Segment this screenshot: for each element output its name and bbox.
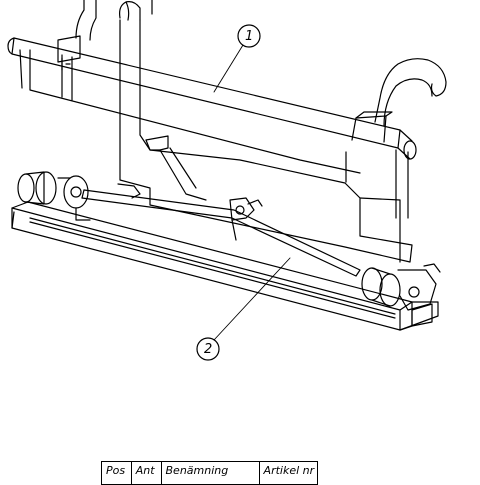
left-clamp xyxy=(57,35,81,71)
balloon-2: 2 xyxy=(196,257,291,361)
back-plate xyxy=(119,19,413,263)
right-hook xyxy=(345,58,447,219)
balloon-2-label: 2 xyxy=(204,342,212,357)
right-bearing xyxy=(361,263,441,311)
parts-header-pos: Pos xyxy=(102,462,132,484)
left-bearing xyxy=(17,171,141,221)
lever-handle xyxy=(145,135,207,201)
top-crossbar xyxy=(7,37,417,174)
link-rod xyxy=(81,189,361,277)
parts-header-artikel-nr: Artikel nr xyxy=(263,464,315,477)
parts-header-ant: Ant xyxy=(132,462,162,484)
parts-list-table: Pos Ant Benämning Artikel nr xyxy=(101,461,318,485)
left-hook xyxy=(75,0,153,41)
balloon-1-label: 1 xyxy=(245,29,253,44)
parts-header-benamning: Benämning xyxy=(162,462,260,484)
balloon-1: 1 xyxy=(213,24,261,93)
